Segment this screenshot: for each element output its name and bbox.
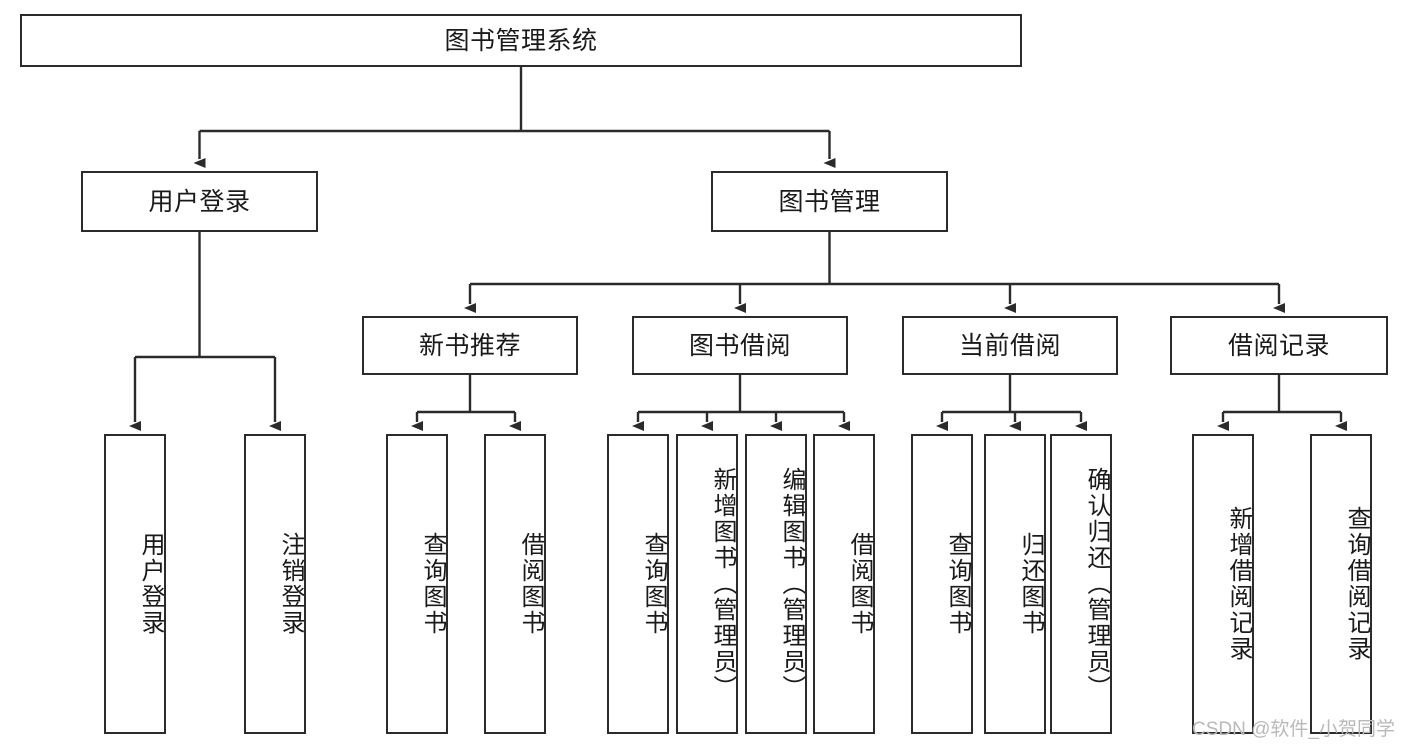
node-label: 图书管理系统	[444, 26, 598, 55]
node-leaf-newbook-query[interactable]: 查询图书	[386, 434, 448, 734]
node-label: 查询图书	[640, 532, 667, 636]
watermark-label: CSDN @软件_小贺同学	[1192, 719, 1395, 740]
node-bookmgmt[interactable]: 图书管理	[711, 171, 948, 232]
node-root[interactable]: 图书管理系统	[20, 14, 1022, 67]
node-borrow[interactable]: 图书借阅	[632, 316, 848, 375]
node-label: 借阅图书	[517, 532, 544, 636]
node-label: 图书借阅	[688, 331, 791, 360]
node-label: 注销登录	[277, 532, 304, 636]
node-record[interactable]: 借阅记录	[1170, 316, 1388, 375]
node-label: 用户登录	[148, 187, 251, 216]
node-label: 图书管理	[778, 187, 881, 216]
node-leaf-borrow-edit[interactable]: 编辑图书（管理员）	[745, 434, 807, 734]
node-leaf-borrow-lend[interactable]: 借阅图书	[813, 434, 875, 734]
node-leaf-record-add[interactable]: 新增借阅记录	[1192, 434, 1254, 734]
node-newbook[interactable]: 新书推荐	[362, 316, 578, 375]
node-label: 编辑图书（管理员）	[778, 467, 805, 701]
node-label: 确认归还（管理员）	[1083, 467, 1110, 701]
node-label: 借阅图书	[846, 532, 873, 636]
node-login[interactable]: 用户登录	[81, 171, 318, 232]
node-label: 新增图书（管理员）	[709, 467, 736, 701]
node-leaf-current-return[interactable]: 归还图书	[984, 434, 1046, 734]
node-leaf-user-logout[interactable]: 注销登录	[244, 434, 306, 734]
node-label: 当前借阅	[958, 331, 1061, 360]
node-label: 用户登录	[137, 532, 164, 636]
node-label: 新增借阅记录	[1225, 506, 1252, 662]
node-leaf-current-query[interactable]: 查询图书	[911, 434, 973, 734]
node-label: 借阅记录	[1227, 331, 1330, 360]
node-leaf-borrow-add[interactable]: 新增图书（管理员）	[676, 434, 738, 734]
node-label: 查询图书	[944, 532, 971, 636]
node-label: 查询图书	[419, 532, 446, 636]
node-leaf-user-login[interactable]: 用户登录	[104, 434, 166, 734]
node-label: 新书推荐	[418, 331, 521, 360]
node-leaf-record-query[interactable]: 查询借阅记录	[1310, 434, 1372, 734]
node-leaf-borrow-query[interactable]: 查询图书	[607, 434, 669, 734]
node-label: 查询借阅记录	[1343, 506, 1370, 662]
node-leaf-current-confirm[interactable]: 确认归还（管理员）	[1050, 434, 1112, 734]
node-leaf-newbook-borrow[interactable]: 借阅图书	[484, 434, 546, 734]
node-current[interactable]: 当前借阅	[902, 316, 1118, 375]
node-label: 归还图书	[1017, 532, 1044, 636]
